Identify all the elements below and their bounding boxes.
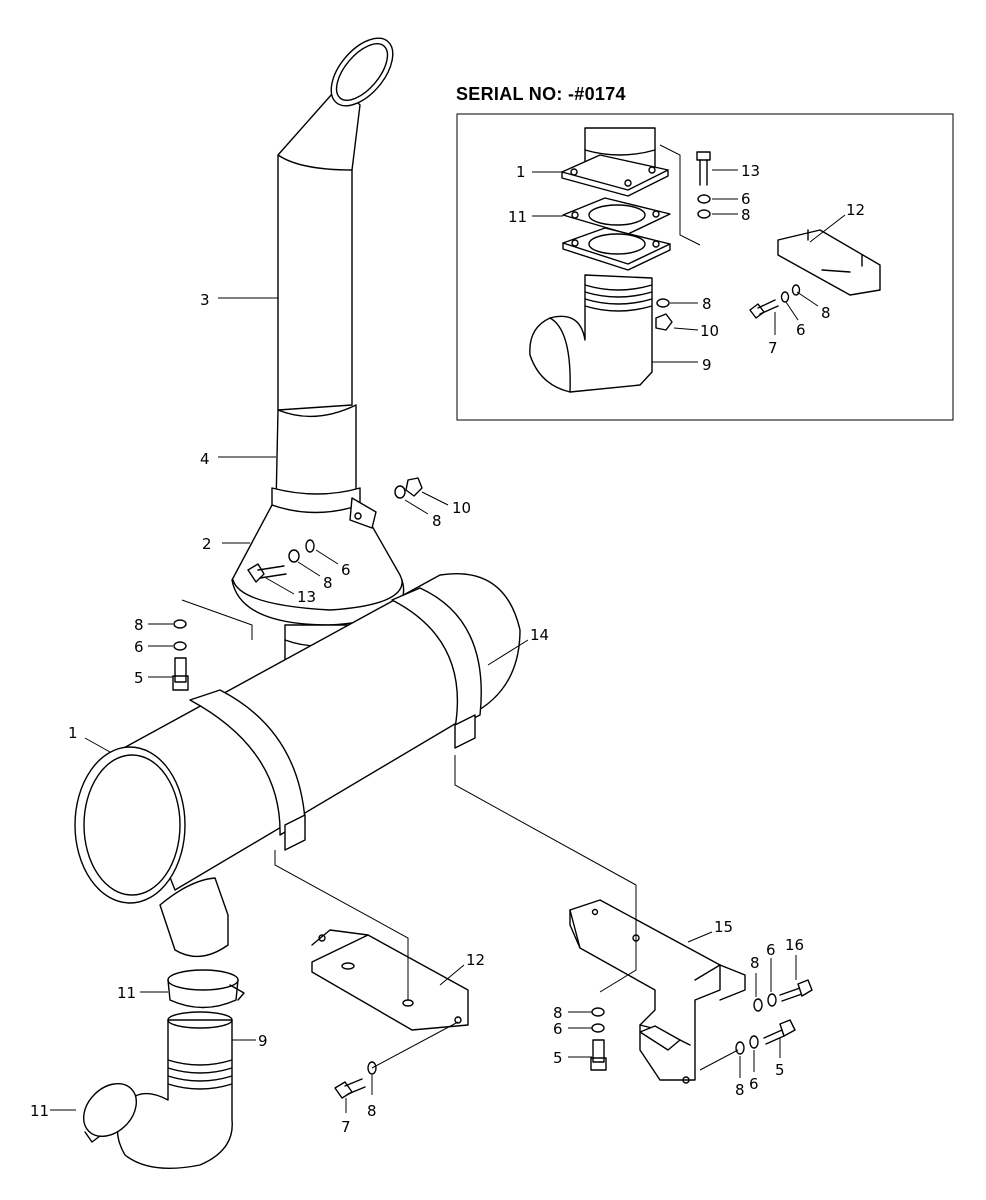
callout-9: 9	[258, 1032, 268, 1050]
bracket-right-hardware	[590, 979, 813, 1071]
callout-6b: 6	[341, 561, 351, 579]
callout-6e: 6	[553, 1020, 563, 1038]
inset-callout-1: 1	[516, 163, 526, 181]
callout-6a: 6	[134, 638, 144, 656]
callout-4: 4	[200, 450, 210, 468]
callout-8g: 8	[735, 1081, 745, 1099]
callout-8f: 8	[750, 954, 760, 972]
callout-6f: 6	[766, 941, 776, 959]
inset-plate	[777, 229, 881, 296]
cone-tab	[349, 497, 377, 529]
inset-callout-10: 10	[700, 322, 719, 340]
serial-inset: SERIAL NO: -#0174	[456, 84, 954, 421]
cone-hardware	[247, 477, 423, 583]
inset-callout-6b: 6	[796, 321, 806, 339]
inset-callout-7: 7	[768, 339, 778, 357]
callout-5g: 5	[775, 1061, 785, 1079]
callout-16: 16	[785, 936, 804, 954]
callout-10: 10	[452, 499, 471, 517]
callout-8c: 8	[323, 574, 333, 592]
inset-callout-11: 11	[508, 208, 527, 226]
bracket-right	[454, 755, 746, 1084]
callout-5a: 5	[134, 669, 144, 687]
callout-15: 15	[714, 918, 733, 936]
callout-11a: 11	[117, 984, 136, 1002]
callout-8e: 8	[553, 1004, 563, 1022]
inset-callout-12: 12	[846, 201, 865, 219]
callout-13: 13	[297, 588, 316, 606]
inset-callout-8b: 8	[702, 295, 712, 313]
exhaust-stack	[277, 37, 394, 411]
callout-7: 7	[341, 1118, 351, 1136]
callout-8d: 8	[367, 1102, 377, 1120]
callout-11b: 11	[30, 1102, 49, 1120]
callout-3: 3	[200, 291, 210, 309]
muffler-body	[74, 573, 521, 958]
callout-12: 12	[466, 951, 485, 969]
inset-elbow	[529, 274, 653, 393]
callout-8a: 8	[134, 616, 144, 634]
inset-frame	[456, 113, 954, 421]
callout-1: 1	[68, 724, 78, 742]
callout-2: 2	[202, 535, 212, 553]
bracket-left	[274, 850, 469, 1069]
elbow-pipe	[116, 1011, 233, 1170]
callout-14: 14	[530, 626, 549, 644]
inset-callout-13: 13	[741, 162, 760, 180]
inset-callouts: 1 11 13 6 8 12 8 10 9 7 6 8	[508, 162, 865, 374]
left-hardware	[172, 599, 253, 691]
inset-callout-6: 6	[741, 190, 751, 208]
main-callouts: 1 2 3 4 5 6 8 10 8 6 8 13 14 11 9 11 12	[30, 291, 804, 1136]
inset-callout-9: 9	[702, 356, 712, 374]
inset-callout-8a: 8	[741, 206, 751, 224]
callout-6g: 6	[749, 1075, 759, 1093]
clamp-lower	[82, 1082, 138, 1143]
stack-sleeve	[275, 404, 357, 506]
bolt-7	[334, 1061, 377, 1099]
clamp-upper	[167, 969, 245, 1009]
serial-label: SERIAL NO: -#0174	[456, 84, 626, 104]
callout-5e: 5	[553, 1049, 563, 1067]
callout-8b: 8	[432, 512, 442, 530]
inset-callout-8c: 8	[821, 304, 831, 322]
muffler-band-rear	[391, 587, 482, 729]
